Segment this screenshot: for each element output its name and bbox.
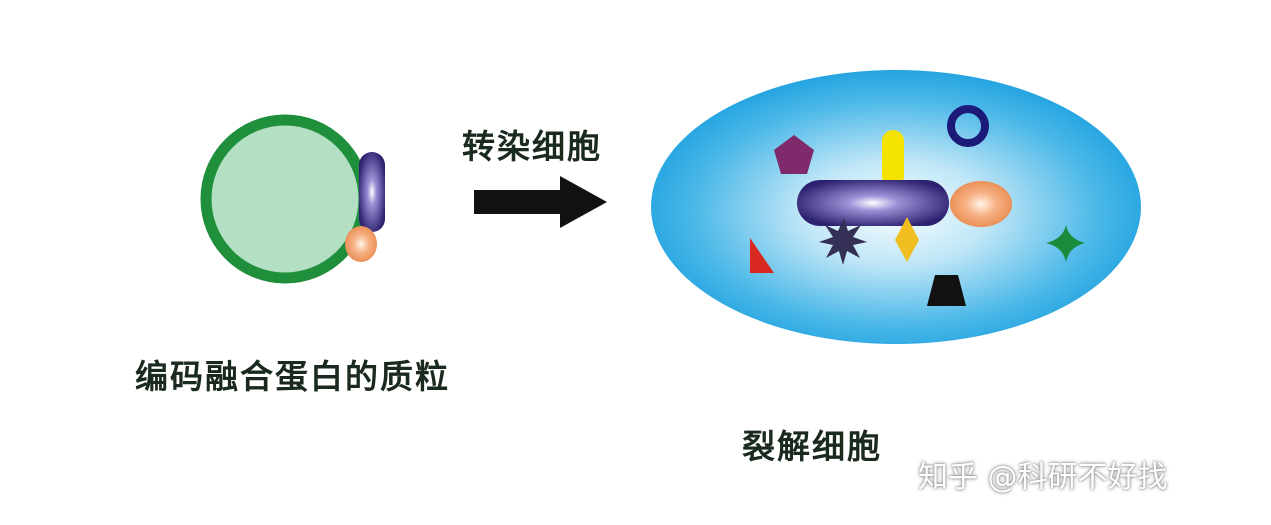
lysed-cell-label: 裂解细胞 — [742, 427, 882, 466]
four-point-star-icon — [1046, 225, 1085, 262]
lysed-cell — [651, 70, 1141, 344]
plasmid-label: 编码融合蛋白的质粒 — [135, 357, 450, 396]
plasmid-circle — [200, 114, 370, 284]
yellow-bar — [882, 130, 904, 187]
pentagon-icon — [774, 135, 814, 174]
transfect-label: 转染细胞 — [462, 127, 602, 166]
ring-icon — [947, 105, 989, 147]
trapezoid-icon — [927, 275, 966, 306]
tag-protein — [950, 181, 1012, 227]
fusion-protein — [797, 180, 949, 226]
arrow-right-icon — [474, 176, 607, 228]
plasmid — [200, 114, 385, 284]
plasmid-tag-gene — [345, 226, 377, 262]
star-burst-icon — [819, 218, 867, 265]
diamond-icon — [895, 217, 919, 262]
plasmid-fusion-gene — [359, 152, 385, 232]
triangle-icon — [750, 238, 774, 273]
watermark: 知乎 @科研不好找 — [918, 460, 1168, 495]
